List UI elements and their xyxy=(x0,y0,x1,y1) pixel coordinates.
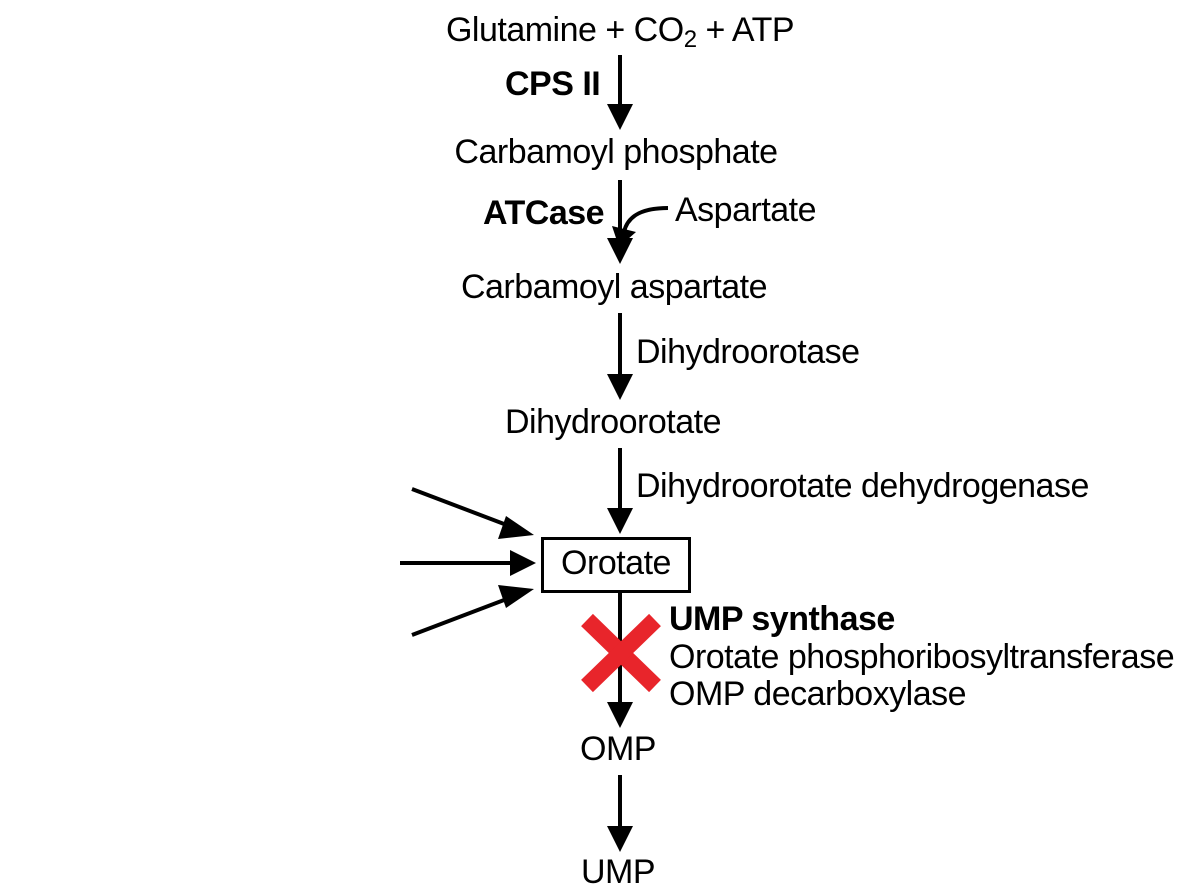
compound-carbamoyl-aspartate: Carbamoyl aspartate xyxy=(460,268,768,306)
compound-dihydroorotate: Dihydroorotate xyxy=(504,403,722,441)
compound-omp: OMP xyxy=(580,730,656,768)
enzyme-omp-decarboxylase: OMP decarboxylase xyxy=(669,675,967,713)
incoming-arrow-bottom xyxy=(411,585,534,637)
block-x-icon xyxy=(581,613,661,693)
enzyme-atcase: ATCase xyxy=(483,194,605,232)
enzyme-cps2: CPS II xyxy=(505,65,601,103)
compound-glutamine-co2-atp: Glutamine + CO2 + ATP xyxy=(445,11,795,53)
compound-carbamoyl-phosphate: Carbamoyl phosphate xyxy=(454,133,778,171)
arrow-omp-to-ump xyxy=(607,775,633,852)
compound-aspartate: Aspartate xyxy=(675,191,817,229)
incoming-arrow-top xyxy=(411,487,534,539)
compound-orotate: Orotate xyxy=(561,544,671,582)
orotate-box xyxy=(541,537,691,593)
incoming-arrow-middle xyxy=(400,550,536,576)
enzyme-dihydroorotate-dehydrogenase: Dihydroorotate dehydrogenase xyxy=(636,467,1089,505)
aspartate-curved-arrow xyxy=(612,206,669,247)
arrow-dhodh xyxy=(607,448,633,534)
enzyme-dihydroorotase: Dihydroorotase xyxy=(636,333,860,371)
compound-ump: UMP xyxy=(580,853,656,891)
arrow-dihydroorotase xyxy=(607,313,633,400)
enzyme-orotate-phosphoribosyltransferase: Orotate phosphoribosyltransferase xyxy=(669,638,1175,676)
arrow-cps2 xyxy=(607,55,633,130)
enzyme-ump-synthase: UMP synthase xyxy=(669,600,895,638)
